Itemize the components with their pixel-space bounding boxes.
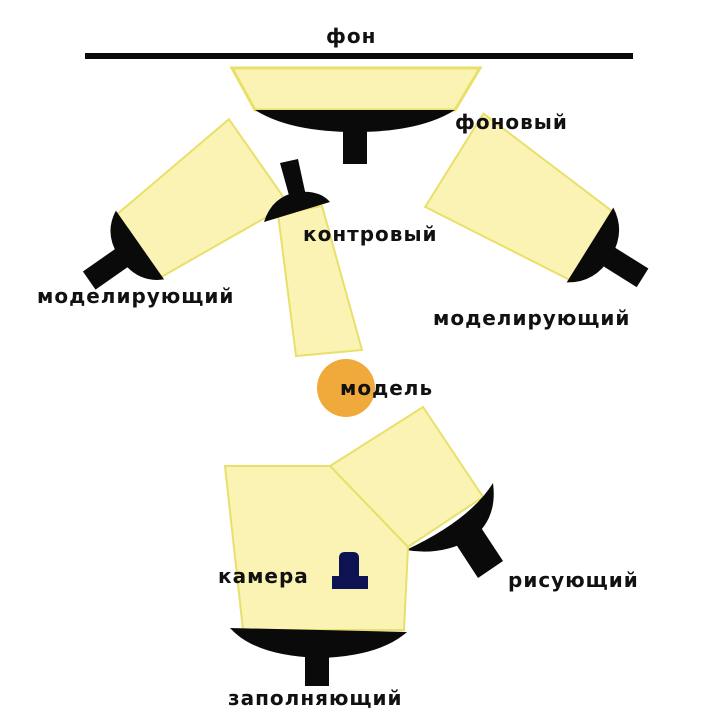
modeling-light-left — [82, 117, 291, 290]
camera-icon — [332, 552, 368, 589]
label-model: модель — [340, 376, 434, 400]
fill-light — [223, 465, 410, 686]
label-fill-light: заполняющий — [228, 686, 403, 710]
model-circle — [317, 359, 375, 417]
back-light-reflector — [264, 191, 330, 222]
background-backdrop-line — [85, 53, 633, 59]
key-light — [328, 405, 503, 578]
background-light-beam — [229, 66, 483, 112]
back-light-stand — [280, 159, 306, 199]
modeling-light-right-stand — [601, 246, 649, 288]
background-light-stand — [343, 128, 367, 164]
label-key-light: рисующий — [508, 568, 639, 592]
key-light-stand — [448, 517, 503, 578]
label-modeling-right: моделирующий — [433, 306, 631, 330]
label-modeling-left: моделирующий — [37, 284, 235, 308]
fill-light-reflector — [230, 628, 407, 658]
fill-light-stand — [305, 652, 329, 686]
label-background-light: фоновый — [455, 110, 568, 134]
background-light-reflector — [255, 110, 455, 132]
label-camera: камера — [218, 564, 309, 588]
camera-body — [332, 552, 368, 589]
modeling-light-right — [423, 112, 649, 288]
back-light — [264, 159, 364, 358]
background-light — [229, 66, 483, 164]
modeling-light-left-stand — [82, 247, 130, 290]
label-background: фон — [326, 24, 377, 48]
label-back-light: контровый — [303, 222, 438, 246]
